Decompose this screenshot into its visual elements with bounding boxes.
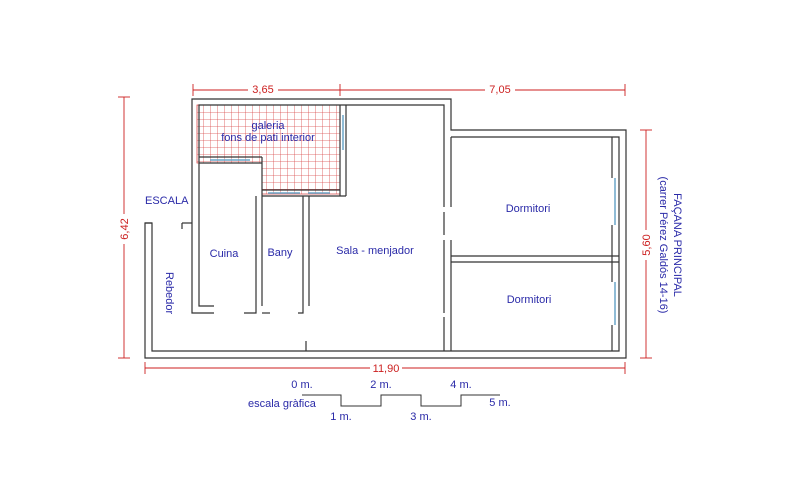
room-label-dormitori-1: Dormitori bbox=[506, 203, 551, 215]
room-label-galeria-sub: fons de pati interior bbox=[221, 132, 315, 144]
facade-label: FAÇANA PRINCIPAL bbox=[671, 193, 683, 297]
facade-address: (carrer Pérez Galdós 14-16) bbox=[657, 177, 669, 314]
dimension-right: 5,60 bbox=[641, 234, 653, 255]
scale-tick-1: 1 m. bbox=[330, 411, 351, 423]
dimension-left: 6,42 bbox=[119, 218, 131, 239]
scale-tick-4: 4 m. bbox=[450, 379, 471, 391]
dimension-top-right: 7,05 bbox=[489, 84, 510, 96]
galeria-tiled-area bbox=[196, 104, 341, 195]
room-label-galeria: galeria bbox=[251, 120, 285, 132]
scale-tick-3: 3 m. bbox=[410, 411, 431, 423]
scale-tick-0: 0 m. bbox=[291, 379, 312, 391]
windows bbox=[210, 115, 616, 325]
scale-tick-2: 2 m. bbox=[370, 379, 391, 391]
walls bbox=[144, 98, 627, 359]
dimension-top-left: 3,65 bbox=[252, 84, 273, 96]
room-label-dormitori-2: Dormitori bbox=[507, 294, 552, 306]
room-label-bany: Bany bbox=[267, 247, 293, 259]
room-label-sala: Sala - menjador bbox=[336, 245, 414, 257]
graphic-scale: escala gràfica 0 m. 1 m. 2 m. 3 m. 4 m. … bbox=[248, 379, 511, 423]
scale-title: escala gràfica bbox=[248, 398, 317, 410]
room-label-rebedor: Rebedor bbox=[163, 272, 175, 315]
dimension-bottom: 11,90 bbox=[373, 363, 400, 375]
scale-tick-5: 5 m. bbox=[489, 397, 510, 409]
room-label-escala: ESCALA bbox=[145, 195, 189, 207]
room-label-cuina: Cuina bbox=[210, 248, 240, 260]
